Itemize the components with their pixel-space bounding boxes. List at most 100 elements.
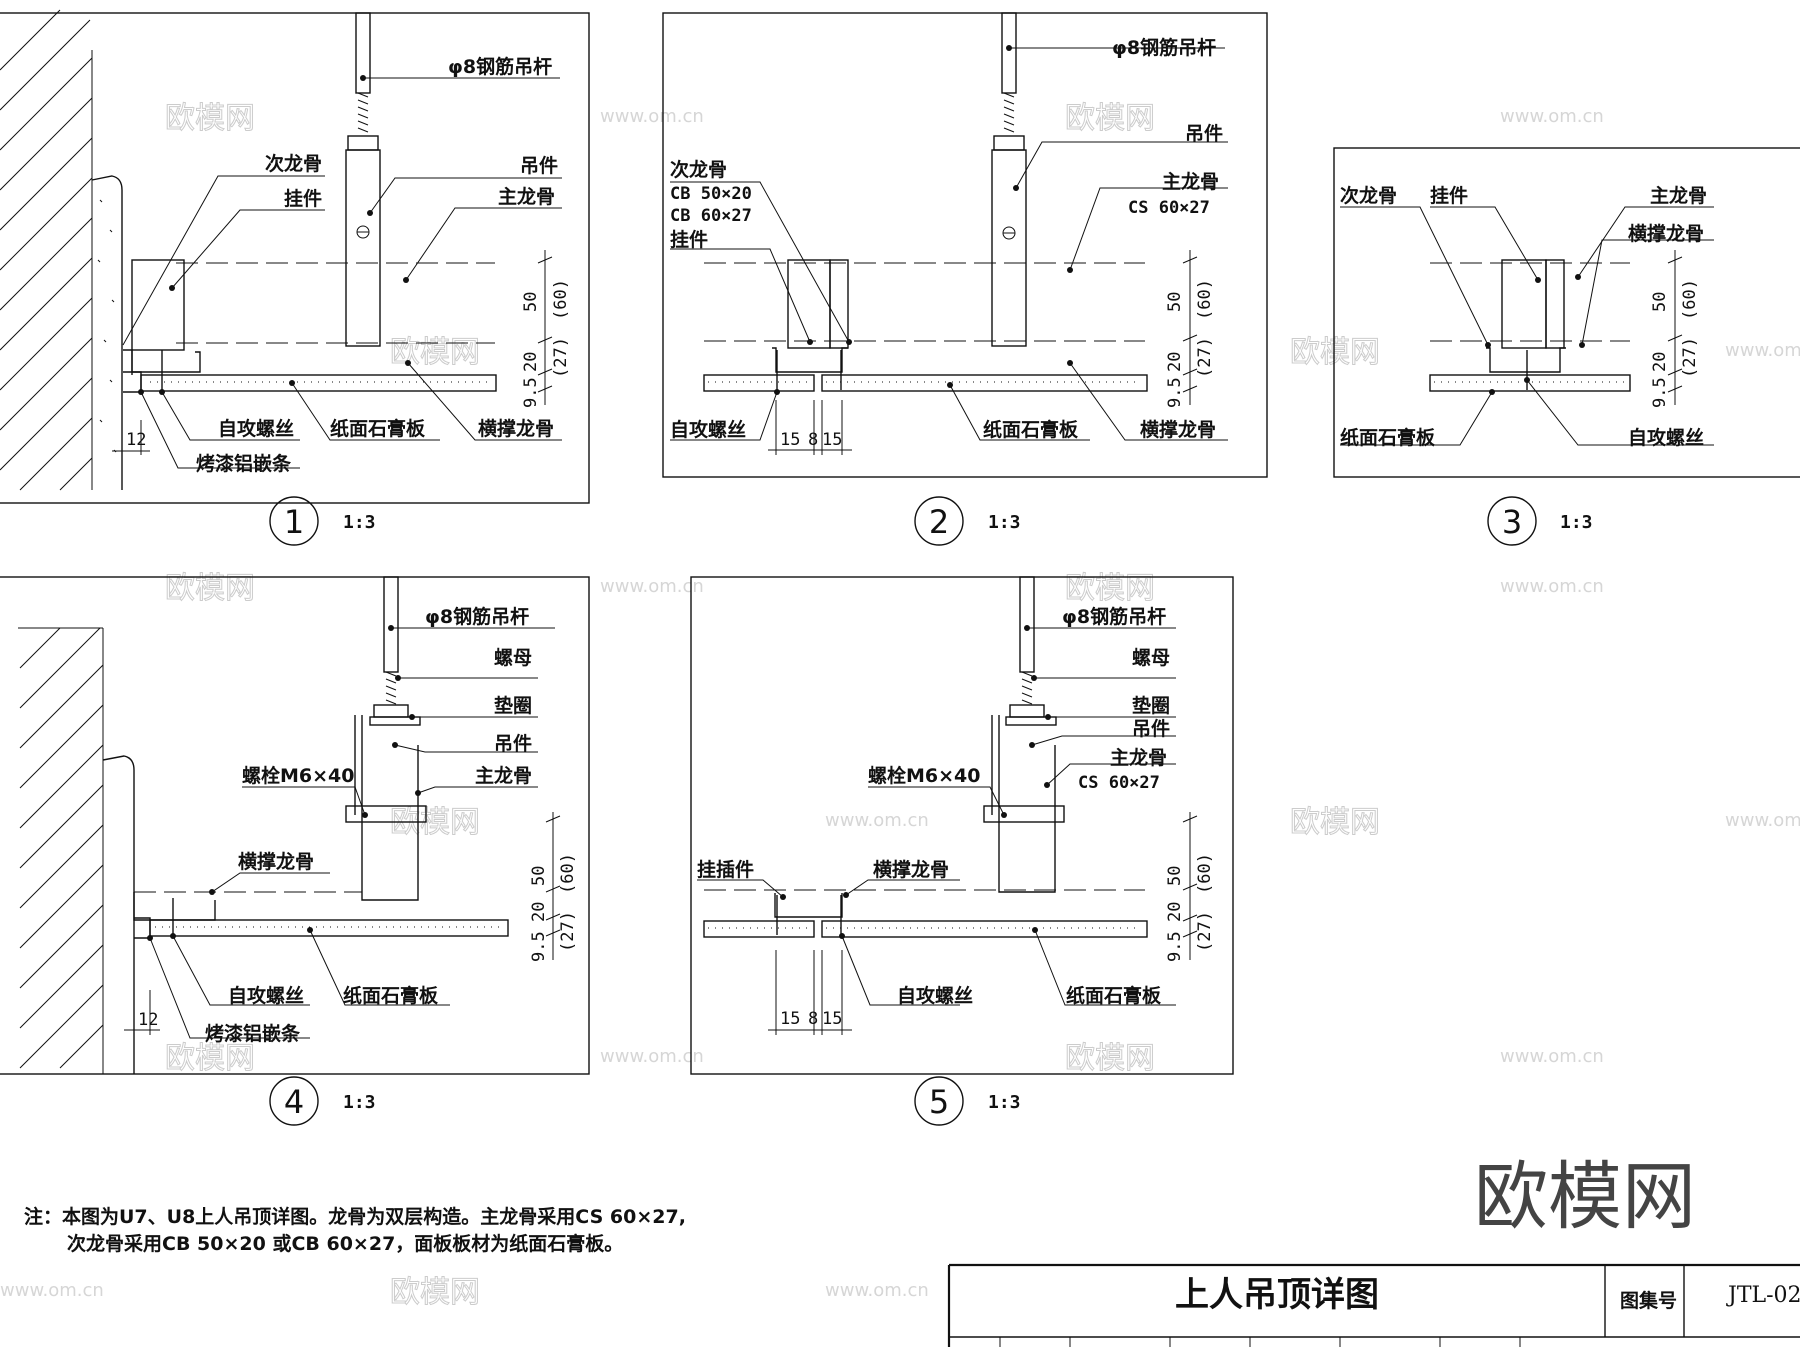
dim-50: 50 xyxy=(1650,292,1670,312)
label-secondary-keel: 次龙骨 xyxy=(1340,184,1397,207)
label-screw: 自攻螺丝 xyxy=(670,418,746,441)
dim-9: 9.5 xyxy=(521,377,541,408)
watermark-brand: 欧模网 xyxy=(1065,1041,1155,1076)
watermark-site: www.om.cn xyxy=(1500,106,1604,127)
detail-scale: 1:3 xyxy=(343,512,376,533)
label-screw: 自攻螺丝 xyxy=(897,984,973,1007)
dim-9: 9.5 xyxy=(529,931,549,962)
label-washer: 垫圈 xyxy=(494,695,532,717)
detail-4: φ8钢筋吊杆 螺母 垫圈 吊件 主龙骨 螺栓M6×40 横撑龙骨 自攻螺丝 纸面… xyxy=(0,576,590,1126)
label-screw: 自攻螺丝 xyxy=(228,984,304,1007)
label-gypsum: 纸面石膏板 xyxy=(343,984,439,1007)
nut xyxy=(347,135,379,151)
nut xyxy=(373,704,409,718)
nut xyxy=(1009,704,1045,718)
dim-a: 15 xyxy=(780,1009,800,1029)
watermark-site: www.om.cn xyxy=(1500,576,1604,597)
label-hanger: 吊件 xyxy=(494,732,532,755)
label-secondary-keel: 次龙骨 xyxy=(670,158,727,181)
detail-number: 4 xyxy=(284,1083,304,1121)
bolt xyxy=(983,805,1065,823)
watermark-brand: 欧模网 xyxy=(1065,101,1155,136)
label-main-spec: CS 60×27 xyxy=(1078,773,1160,793)
dim-b: 8 xyxy=(808,1009,818,1029)
gypsum-board-right xyxy=(821,374,1148,392)
watermark-brand: 欧模网 xyxy=(390,1275,480,1310)
detail-frame xyxy=(0,12,590,504)
label-rod: φ8钢筋吊杆 xyxy=(425,605,529,628)
label-sec-spec-2: CB 60×27 xyxy=(670,206,752,226)
hanger-piece xyxy=(991,149,1027,347)
watermark-brand: 欧模网 xyxy=(1290,335,1380,370)
label-bolt: 螺栓M6×40 xyxy=(242,764,355,787)
detail-marker xyxy=(914,1076,964,1126)
label-nut: 螺母 xyxy=(494,647,532,669)
detail-frame xyxy=(1333,147,1800,478)
gypsum-board-right xyxy=(821,920,1148,938)
dim-20: 20 xyxy=(1165,902,1185,922)
dim-50: 50 xyxy=(521,292,541,312)
label-hanger: 吊件 xyxy=(1132,717,1170,740)
dim-50: 50 xyxy=(1165,292,1185,312)
secondary-keel xyxy=(787,259,831,349)
hanger-rod xyxy=(1001,12,1017,94)
label-hanger: 吊件 xyxy=(520,154,558,177)
watermark-site: www.om.cn xyxy=(1725,810,1800,831)
nut xyxy=(993,135,1025,151)
hanger-rod xyxy=(383,576,399,673)
note-line-2: 次龙骨采用CB 50×20 或CB 60×27，面板板材为纸面石膏板。 xyxy=(67,1232,623,1255)
dim-c: 15 xyxy=(822,430,842,450)
dim-9: 9.5 xyxy=(1165,377,1185,408)
label-cross-keel: 横撑龙骨 xyxy=(873,858,949,881)
gypsum-board xyxy=(1429,374,1631,392)
watermarks: 欧模网 www.om.cn 欧模网 www.om.cn 欧模网 欧模网 www.… xyxy=(0,101,1800,1311)
dim-27: (27) xyxy=(1680,337,1700,378)
detail-number: 5 xyxy=(929,1083,949,1121)
detail-marker xyxy=(269,1076,319,1126)
dim-60: (60) xyxy=(1680,279,1700,320)
plaster-layer xyxy=(102,755,135,1074)
watermark-brand: 欧模网 xyxy=(1065,571,1155,606)
label-gypsum: 纸面石膏板 xyxy=(1340,426,1436,449)
label-gypsum: 纸面石膏板 xyxy=(983,418,1079,441)
label-main-spec: CS 60×27 xyxy=(1128,198,1210,218)
dim-27: (27) xyxy=(558,911,578,952)
note-line-1: 注：本图为U7、U8上人吊顶详图。龙骨为双层构造。主龙骨采用CS 60×27, xyxy=(24,1205,686,1228)
label-hanger: 吊件 xyxy=(1185,122,1223,145)
dim-20: 20 xyxy=(1650,352,1670,372)
dim-gap: 12 xyxy=(126,430,146,450)
label-rod: φ8钢筋吊杆 xyxy=(1062,605,1166,628)
gypsum-board xyxy=(140,374,497,392)
wall-hatch xyxy=(0,9,93,491)
label-main-keel: 主龙骨 xyxy=(475,764,532,787)
detail-number: 3 xyxy=(1502,503,1522,541)
label-main-keel: 主龙骨 xyxy=(1650,184,1707,207)
cross-keel xyxy=(133,892,216,921)
watermark-site: www.om.cn xyxy=(600,1046,704,1067)
detail-scale: 1:3 xyxy=(1560,512,1593,533)
watermark-site: www.om.cn xyxy=(600,576,704,597)
dim-60: (60) xyxy=(551,279,571,320)
watermark-brand: 欧模网 xyxy=(165,1041,255,1076)
detail-frame xyxy=(0,576,590,1075)
label-clip: 挂件 xyxy=(1430,184,1468,207)
label-main-keel: 主龙骨 xyxy=(498,185,555,208)
label-clip: 挂件 xyxy=(284,187,322,210)
label-gypsum: 纸面石膏板 xyxy=(1066,984,1162,1007)
label-cross-keel: 横撑龙骨 xyxy=(1140,418,1216,441)
dim-27: (27) xyxy=(1195,337,1215,378)
dim-gap: 12 xyxy=(138,1010,158,1030)
detail-frame xyxy=(662,12,1268,478)
detail-5: φ8钢筋吊杆 螺母 垫圈 吊件 主龙骨 CS 60×27 螺栓M6×40 挂插件… xyxy=(690,576,1234,1126)
label-cross-keel: 横撑龙骨 xyxy=(1628,222,1704,245)
watermark-brand: 欧模网 xyxy=(165,571,255,606)
secondary-keel xyxy=(1501,259,1547,349)
label-rod: φ8钢筋吊杆 xyxy=(1112,36,1216,59)
label-screw: 自攻螺丝 xyxy=(1628,426,1704,449)
detail-marker xyxy=(1487,496,1537,546)
dim-20: 20 xyxy=(1165,352,1185,372)
dim-50: 50 xyxy=(1165,866,1185,886)
dim-60: (60) xyxy=(1195,853,1215,894)
insert-piece xyxy=(774,893,843,918)
detail-number: 1 xyxy=(284,503,304,541)
